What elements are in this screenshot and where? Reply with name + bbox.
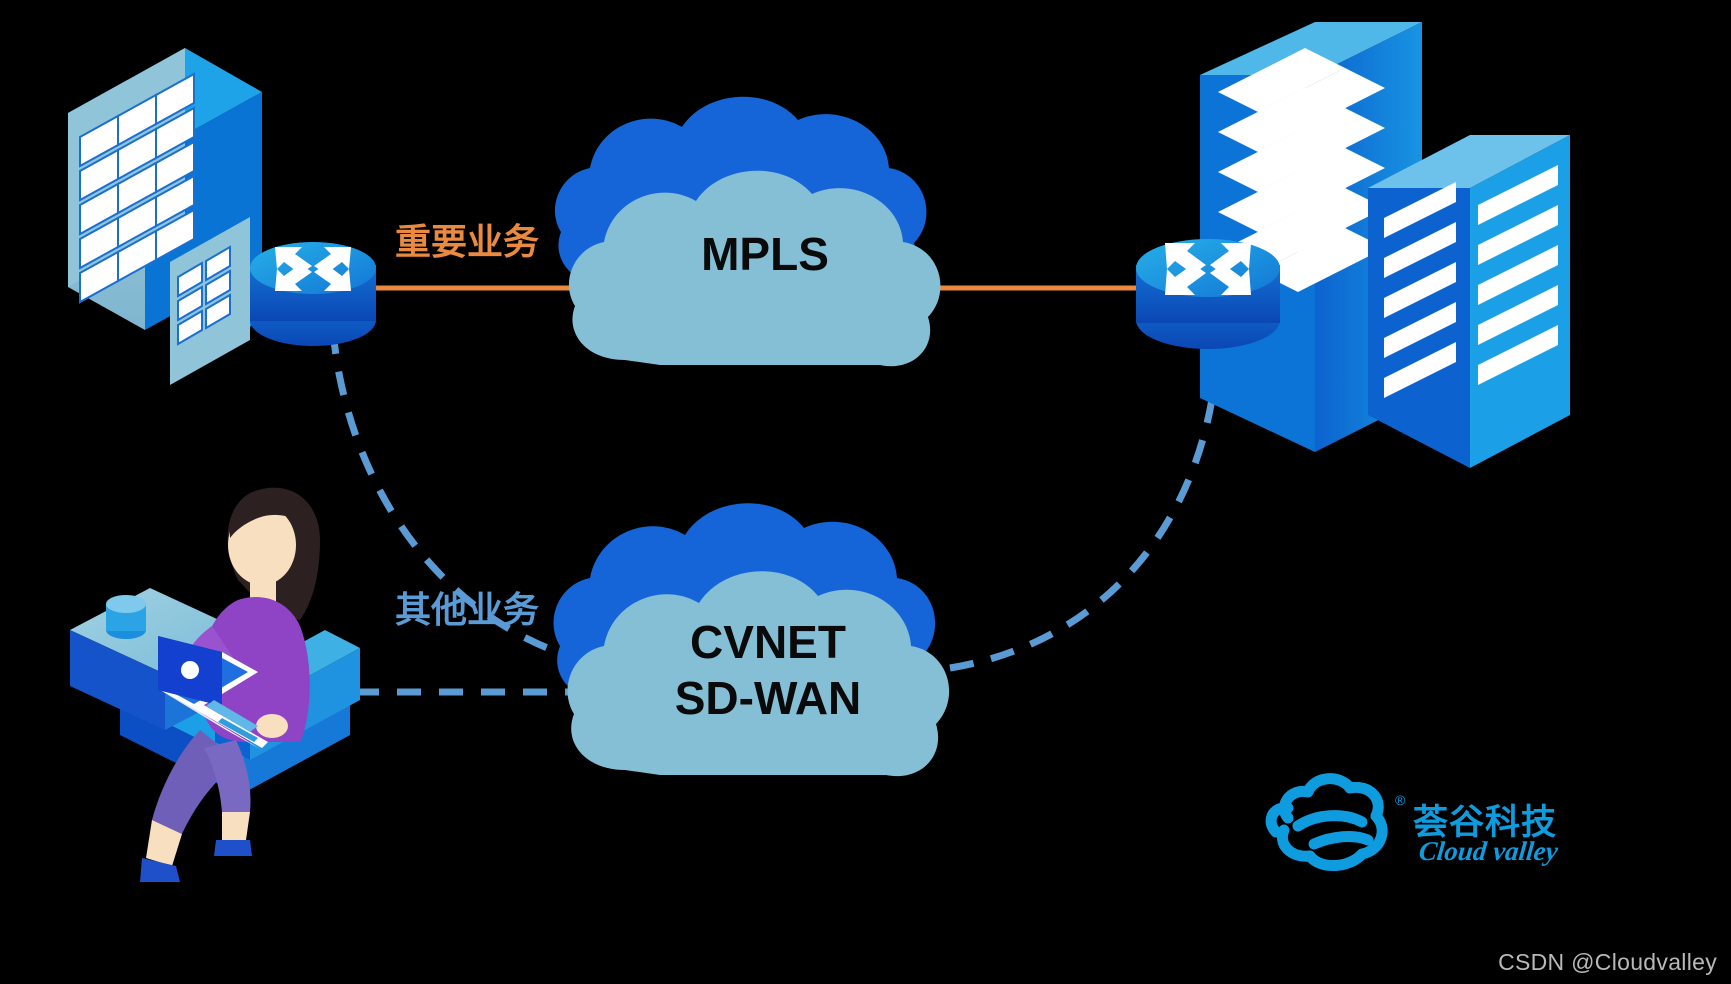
router-arrows-icon (1165, 243, 1251, 295)
cvnet-cloud-label-line2: SD-WAN (675, 672, 862, 724)
csdn-watermark: CSDN @Cloudvalley (1498, 949, 1717, 975)
branch-office-building (68, 48, 262, 385)
cloudvalley-logo: ® 荟谷科技 Cloud valley (1385, 790, 1585, 890)
laptop-icon (158, 636, 268, 750)
important-traffic-label: 重要业务 (395, 222, 539, 263)
registered-mark: ® (1395, 792, 1406, 808)
datacenter-racks-icon (1384, 165, 1558, 398)
building-facade (68, 48, 195, 304)
branch-router (250, 242, 376, 346)
link-sdwan-to-hq (949, 334, 1222, 672)
company-name-cn: 荟谷科技 (1413, 803, 1558, 843)
other-traffic-label: 其他业务 (395, 590, 539, 631)
building-wing-facade (170, 217, 250, 385)
company-name-en: Cloud valley (1417, 836, 1560, 866)
person-illustration (140, 487, 320, 882)
cloudvalley-cloud-mark-icon (1265, 773, 1388, 872)
coffee-cup-icon (106, 595, 146, 639)
link-other-traffic (329, 329, 601, 669)
cvnet-sdwan-cloud: CVNET SD-WAN (553, 503, 950, 777)
mpls-cloud: MPLS (554, 96, 941, 367)
cvnet-cloud-label-line1: CVNET (690, 616, 846, 668)
headquarters-router (1136, 239, 1280, 349)
datacenter-buildings (1200, 22, 1570, 468)
router-arrows-icon (275, 247, 351, 291)
remote-user-workstation (70, 487, 360, 882)
mpls-cloud-label: MPLS (701, 228, 829, 280)
